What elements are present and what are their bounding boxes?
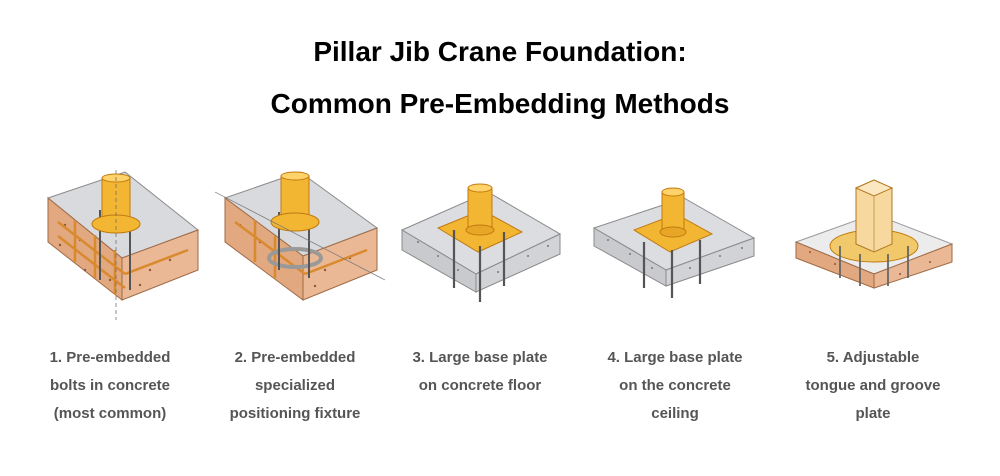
caption-line: on concrete floor (418, 377, 542, 394)
caption-line: tongue and groove (805, 377, 941, 394)
figure-base-plate-ceiling (590, 170, 760, 320)
method-caption-3: 3. Large base plate on concrete floor (385, 344, 575, 400)
caption-line: positioning fixture (229, 405, 361, 422)
method-caption-4: 4. Large base plate on the concrete ceil… (580, 344, 770, 428)
caption-line: bolts in concrete (49, 377, 171, 394)
diagram-title-line-1: Pillar Jib Crane Foundation: (313, 36, 687, 67)
caption-line: 2. Pre-embedded (234, 349, 356, 366)
caption-line: specialized (254, 377, 336, 394)
figure-base-plate-floor (398, 170, 568, 320)
caption-line: on the concrete (619, 377, 731, 394)
figure-tongue-groove-plate (790, 170, 960, 320)
caption-line: 5. Adjustable (826, 349, 920, 366)
method-caption-1: 1. Pre-embedded bolts in concrete (most … (15, 344, 205, 428)
method-caption-2: 2. Pre-embedded specialized positioning … (200, 344, 390, 428)
caption-line: plate (855, 405, 891, 422)
diagram-title-line-2: Common Pre-Embedding Methods (270, 88, 730, 119)
figure-pre-embedded-bolts (30, 170, 200, 320)
caption-line: 1. Pre-embedded (49, 349, 171, 366)
figure-positioning-fixture (215, 170, 385, 320)
caption-line: 4. Large base plate (607, 349, 743, 366)
caption-line: ceiling (651, 405, 699, 422)
caption-line: 3. Large base plate (412, 349, 548, 366)
method-caption-5: 5. Adjustable tongue and groove plate (778, 344, 968, 428)
caption-line: (most common) (53, 405, 167, 422)
